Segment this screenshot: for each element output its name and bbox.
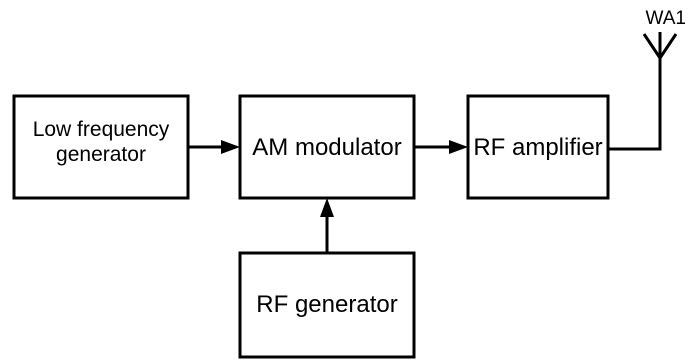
antenna-right-arm [658, 33, 678, 59]
arrow-modulator-to-amplifier [414, 140, 468, 154]
arrow-rf-generator-to-modulator-head [320, 198, 334, 217]
arrow-rf-generator-to-modulator [320, 198, 334, 253]
antenna-icon [642, 32, 678, 59]
am-modulator-label: AM modulator [252, 134, 401, 161]
rf-generator-box [238, 251, 416, 359]
low-frequency-generator-box [12, 94, 190, 200]
arrow-modulator-to-amplifier-head [449, 140, 468, 154]
antenna-left-arm [642, 33, 662, 59]
rf-amplifier-label: RF amplifier [473, 134, 602, 161]
arrow-lfg-to-modulator-head [221, 140, 240, 154]
antenna-label: WA1 [646, 8, 686, 29]
low-frequency-generator-block: Low frequency generator [12, 94, 190, 200]
rf-generator-label: RF generator [256, 291, 397, 318]
rf-amplifier-box [466, 94, 610, 200]
am-modulator-block: AM modulator [238, 94, 416, 200]
rf-amplifier-block: RF amplifier [466, 94, 610, 200]
am-modulator-box [238, 94, 416, 200]
wire-amplifier-to-antenna [608, 52, 662, 151]
low-frequency-generator-label-line2: generator [56, 143, 146, 166]
rf-generator-block: RF generator [238, 251, 416, 359]
arrow-lfg-to-modulator [188, 140, 240, 154]
low-frequency-generator-label-line1: Low frequency [33, 118, 170, 141]
